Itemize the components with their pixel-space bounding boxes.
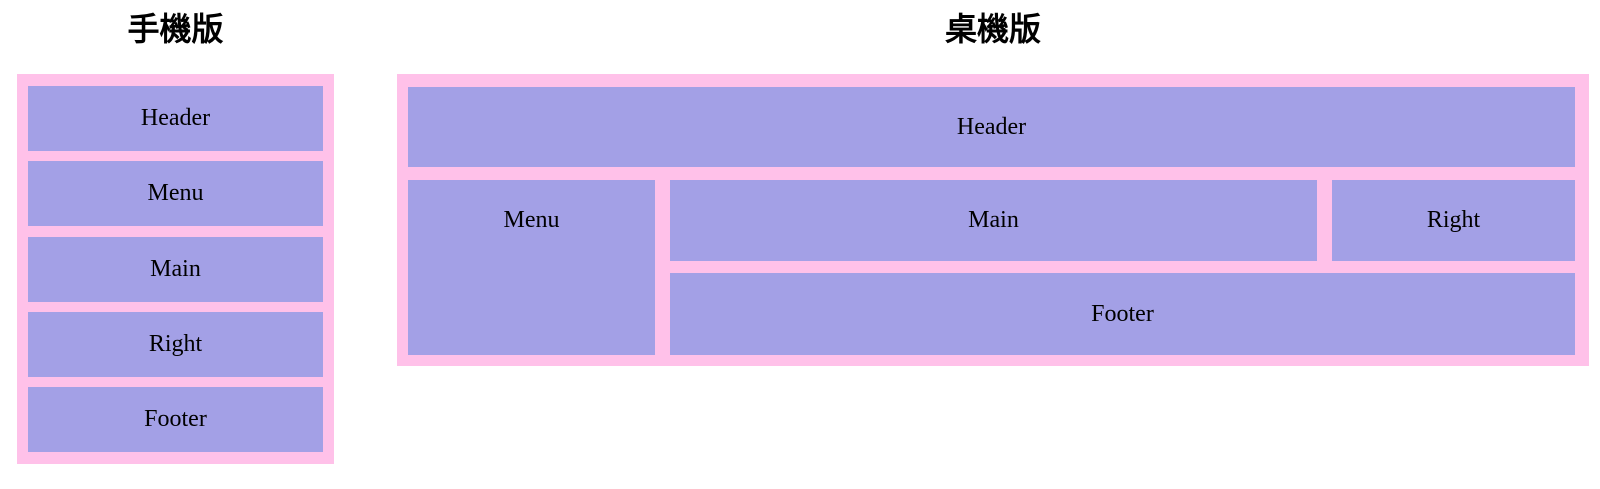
desktop-box-main: Main bbox=[670, 179, 1317, 261]
mobile-box-main: Main bbox=[28, 236, 323, 302]
desktop-version-title: 桌機版 bbox=[944, 11, 1041, 47]
mobile-box-footer: Footer bbox=[28, 387, 323, 452]
desktop-box-footer: Footer bbox=[670, 273, 1575, 355]
mobile-box-right: Right bbox=[28, 311, 323, 377]
desktop-box-right: Right bbox=[1332, 179, 1575, 261]
mobile-layout-container: Header Menu Main Right Footer bbox=[17, 74, 334, 464]
desktop-layout-container: Header Menu Main Right Footer bbox=[397, 74, 1589, 366]
desktop-box-menu-label: Menu bbox=[503, 206, 560, 233]
mobile-box-menu: Menu bbox=[28, 161, 323, 227]
mobile-version-title: 手機版 bbox=[127, 11, 224, 47]
desktop-box-menu: Menu bbox=[408, 179, 655, 355]
mobile-box-header: Header bbox=[28, 86, 323, 151]
desktop-box-header: Header bbox=[408, 87, 1575, 167]
